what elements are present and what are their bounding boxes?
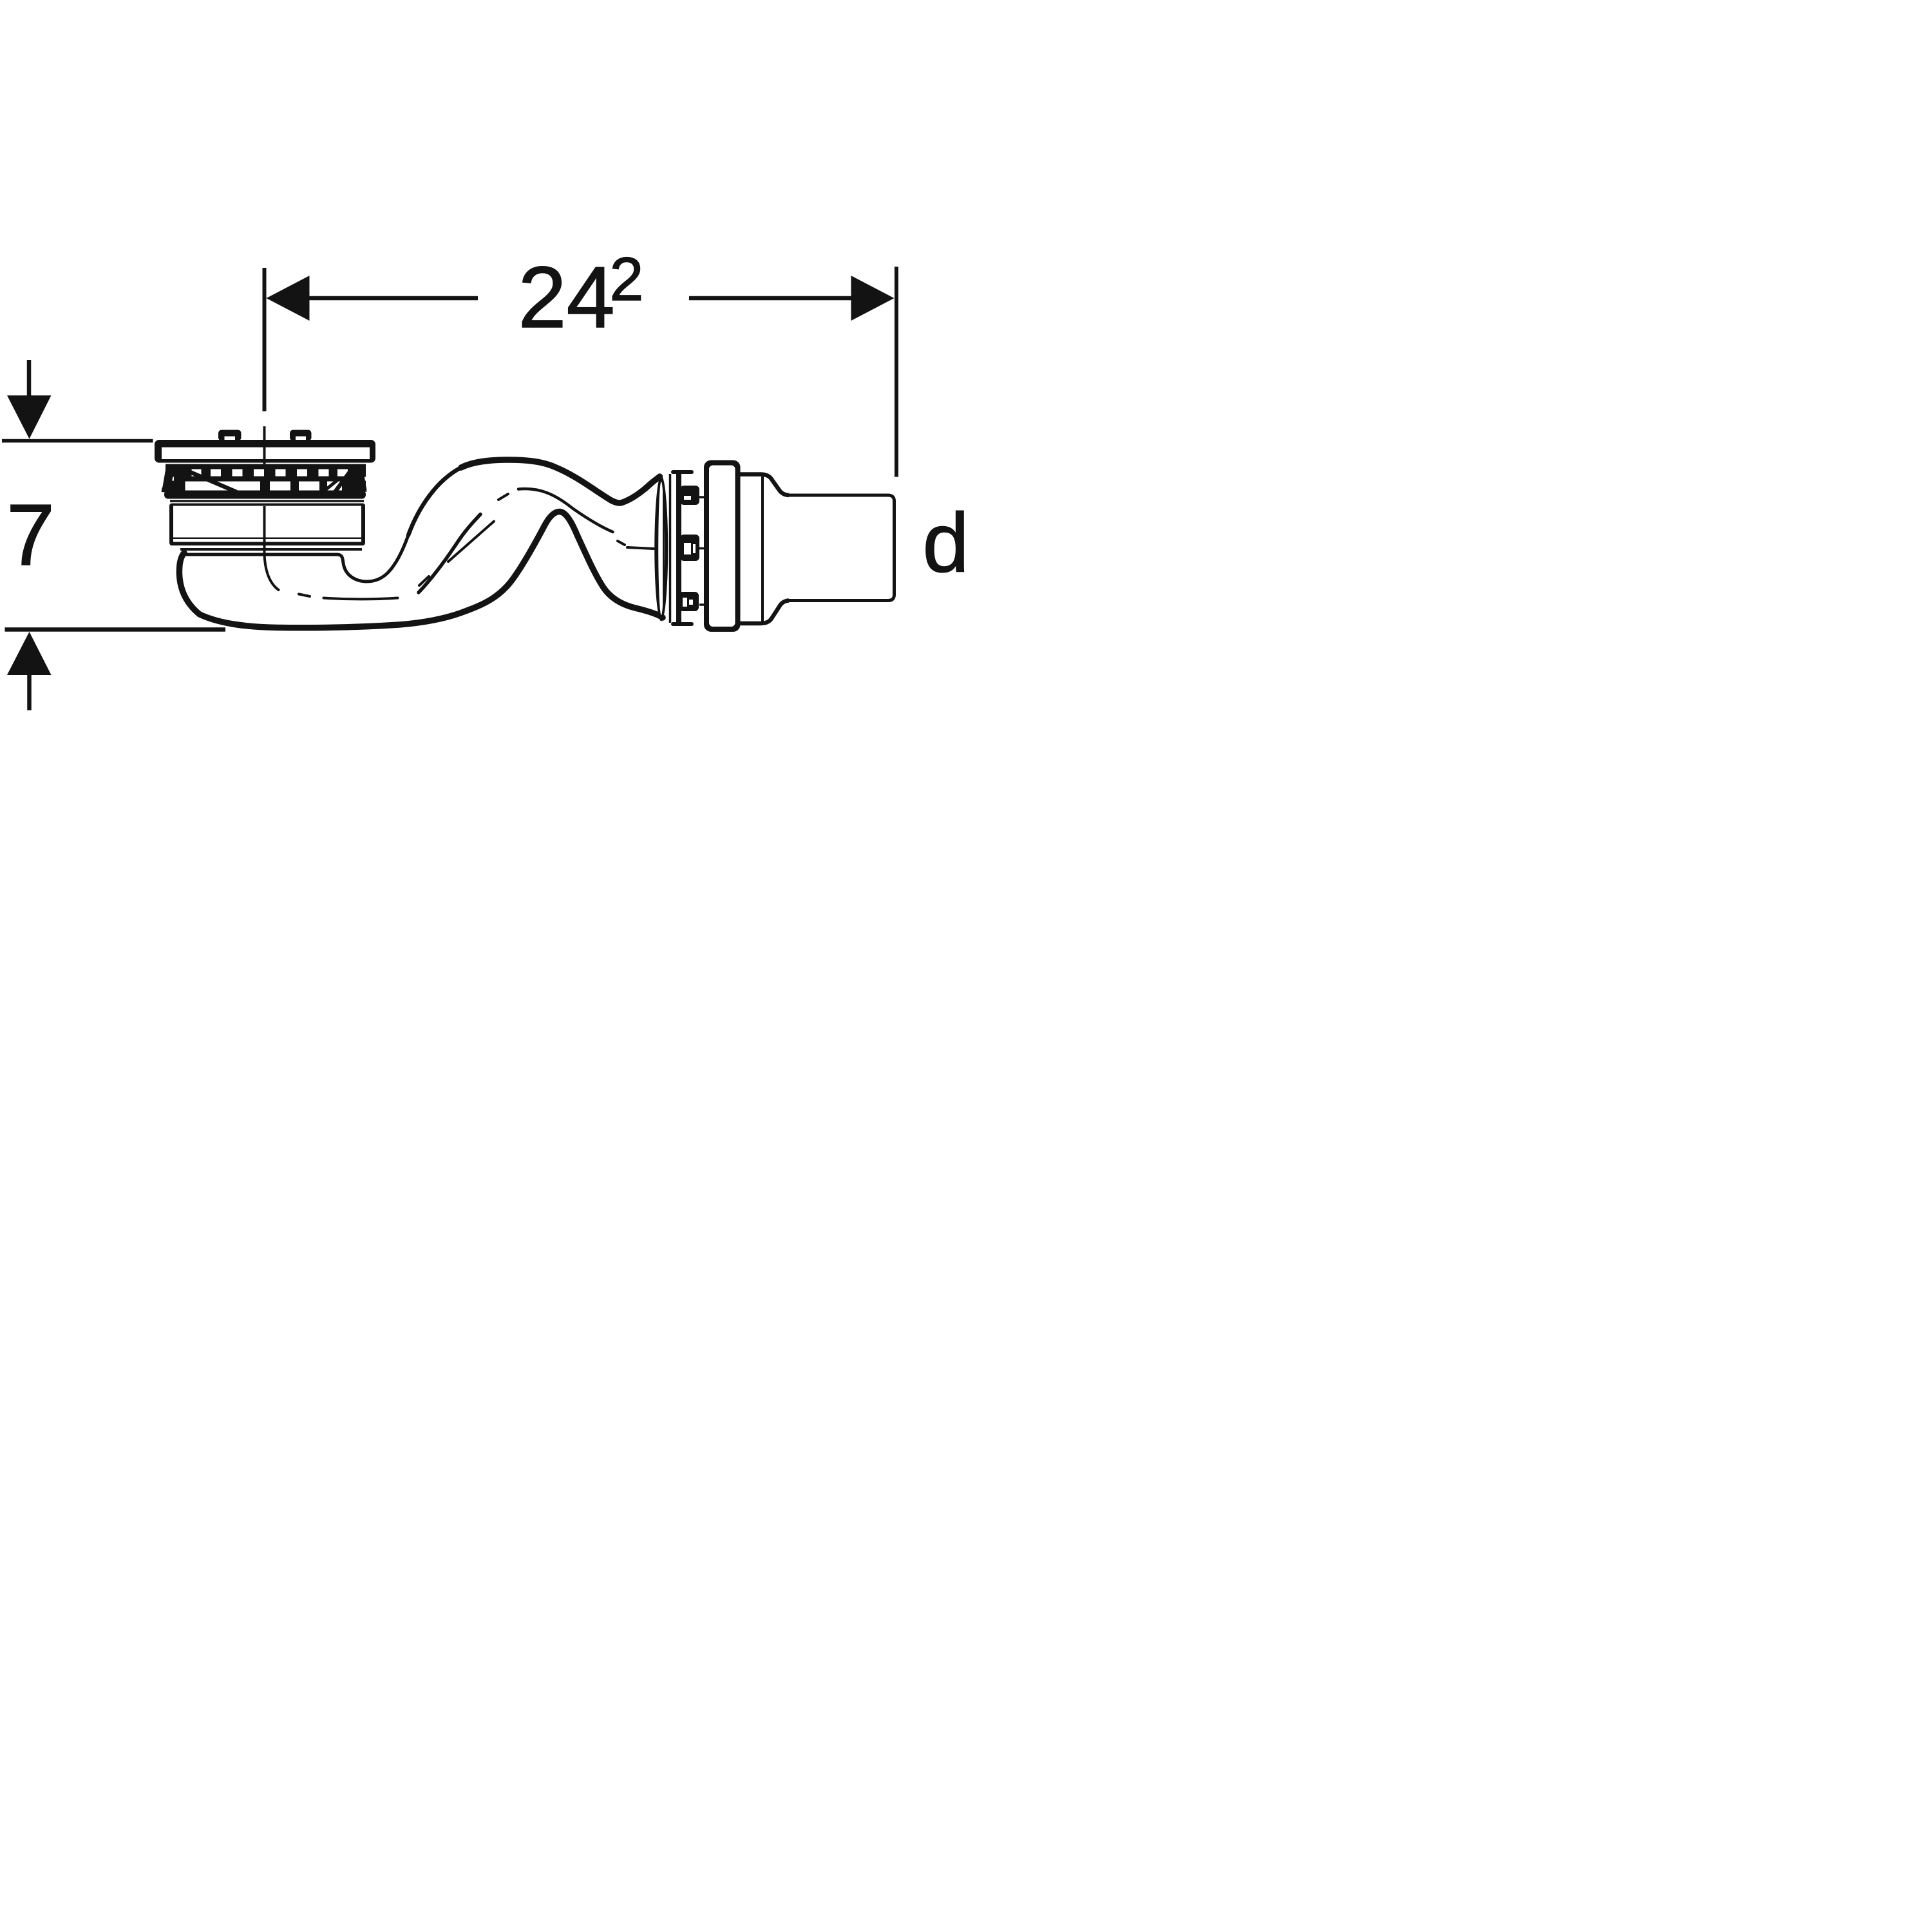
svg-text:2: 2: [610, 245, 644, 314]
svg-text:7: 7: [6, 486, 55, 583]
svg-text:d: d: [923, 496, 967, 590]
svg-text:24: 24: [518, 249, 615, 346]
